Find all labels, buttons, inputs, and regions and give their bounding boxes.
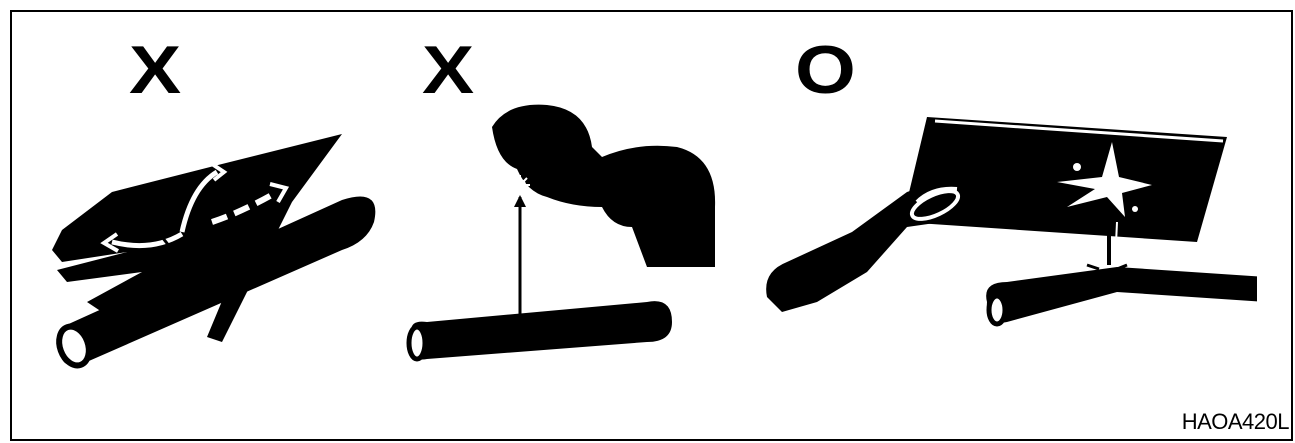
- correct-mark: O: [795, 36, 856, 104]
- face-over-leaking-hose-illustration: [397, 97, 727, 387]
- hand-on-leaking-hose-illustration: [42, 112, 382, 372]
- cardboard-over-leaking-hose-illustration: [757, 97, 1257, 347]
- figure-frame: X X O: [10, 10, 1293, 441]
- wrong-mark-1: X: [129, 36, 181, 104]
- wrong-mark-2: X: [422, 36, 474, 104]
- figure-code: HAOA420L: [1182, 409, 1289, 435]
